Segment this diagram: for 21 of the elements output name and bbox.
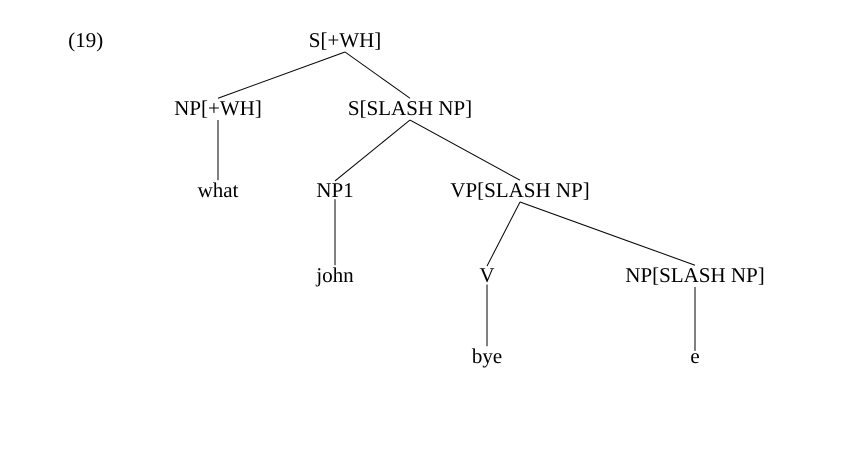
word-label: what xyxy=(198,182,238,198)
category-label: NP1 xyxy=(316,183,352,197)
word-label: john xyxy=(316,267,354,286)
tree-branch xyxy=(486,202,520,267)
tree-branch xyxy=(344,52,410,99)
category-label: VP[SLASH NP] xyxy=(450,182,588,200)
word-label: e xyxy=(691,353,699,364)
tree-branch xyxy=(334,120,410,182)
tree-branch xyxy=(410,120,520,181)
tree-branch xyxy=(694,286,696,352)
tree-branch xyxy=(520,202,696,266)
category-label: V xyxy=(480,268,494,282)
tree-branch xyxy=(486,284,488,347)
tree-branch xyxy=(218,52,346,99)
category-label: NP[+WH] xyxy=(174,100,260,118)
category-label: S[SLASH NP] xyxy=(349,100,471,118)
example-number: (19) xyxy=(69,32,102,52)
tree-branch xyxy=(334,198,336,266)
category-label: S[+WH] xyxy=(310,32,380,50)
category-label: NP[SLASH NP] xyxy=(626,267,764,285)
word-label: bye xyxy=(472,348,502,368)
